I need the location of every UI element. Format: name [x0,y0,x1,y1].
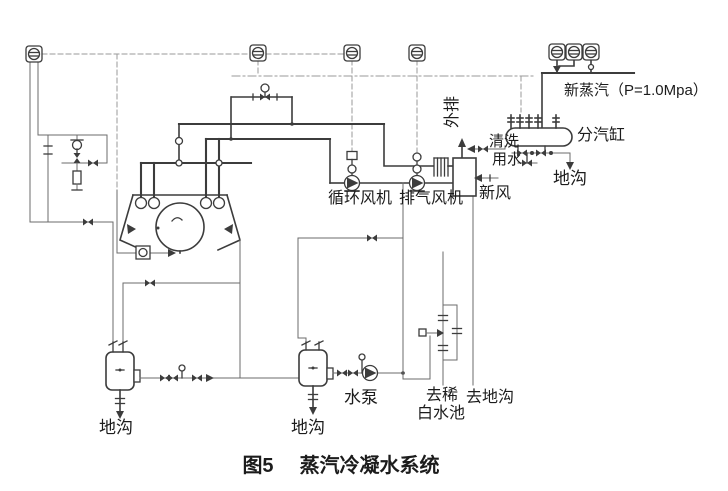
tank1-drain-label: 地沟 [99,418,133,437]
instrument-gauge-icon [582,43,600,61]
instrument-gauges [25,43,600,63]
exhaust-fan-icon [408,152,426,192]
drain-branches [297,182,474,386]
caption-number: 图5 [242,455,274,477]
instrument-gauge-icon [249,44,267,62]
circulation-fan-icon [343,150,361,192]
instrument-gauge-icon [565,43,583,61]
steam-header-label: 分汽缸 [577,127,626,144]
condensate-tank-1 [105,340,141,419]
outdoor-exhaust-label: 外排 [444,95,462,129]
exhaust-fan-label: 排气风机 [399,190,464,207]
water-pump-label: 水泵 [344,388,378,407]
condensate-lines-left [112,189,241,379]
steam-condensate-pipes [139,122,454,199]
instrument-signal-lines [41,53,537,191]
washing-water-line [467,144,506,154]
control-valve-icon [70,139,84,164]
to-white-water-line1: 去稀 [426,387,459,404]
caption-title: 蒸汽冷凝水系统 [299,455,440,477]
to-floor-drain-label: 去地沟 [466,389,515,406]
left-valve-cluster [29,61,114,227]
tank-transfer-line [139,364,300,383]
to-white-water-line2: 白水池 [417,405,466,422]
circulation-fan-label: 循环风机 [328,190,393,207]
instrument-gauge-icon [343,44,361,62]
heat-exchanger-icon [433,157,449,177]
air-duct-box [452,138,499,197]
washing-water-label: 清洗 用水 [489,133,522,169]
fresh-steam-line [540,59,636,129]
steam-header-icon [505,114,574,170]
tank2-drain-label: 地沟 [291,418,325,437]
water-pump-icon [361,364,379,382]
washing-water-line2: 用水 [492,151,523,168]
header-drain-label: 地沟 [553,169,587,188]
fresh-air-label: 新风 [479,185,512,202]
steam-control-valve-icon [229,83,294,141]
washing-water-line1: 清洗 [489,133,520,150]
figure-caption: 图5 蒸汽冷凝水系统 [191,449,491,478]
instrument-gauge-icon [408,44,426,62]
fresh-steam-label: 新蒸汽（P=1.0Mpa） [564,82,708,99]
instrument-gauge-icon [548,43,566,61]
instrument-gauge-icon [25,45,43,63]
dryer-hood [119,194,241,254]
to-white-water-label: 去稀 白水池 [417,387,465,423]
condensate-tank-2 [297,237,405,415]
